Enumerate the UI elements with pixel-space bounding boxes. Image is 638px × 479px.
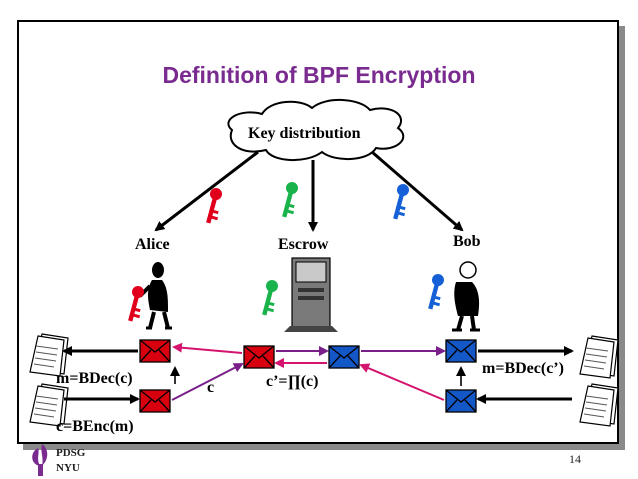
arrow-to-alice — [154, 150, 259, 232]
escrow-envelope-in-icon — [243, 345, 275, 369]
arrow-bob-to-escrow — [359, 363, 445, 401]
footer-org-line2: NYU — [56, 462, 80, 474]
key-green-icon — [278, 180, 302, 220]
ciphertext-label: c — [207, 379, 215, 396]
key-distribution-cloud — [227, 98, 405, 162]
cloud-label: Key distribution — [248, 125, 361, 142]
arrow-to-bob — [371, 150, 464, 232]
arrow-escrow-to-alice — [172, 342, 243, 354]
escrow-key-icon — [258, 278, 282, 318]
alice-envelope-encrypt-icon — [139, 389, 171, 413]
bob-plaintext-out-icon — [579, 335, 619, 379]
page-number: 14 — [569, 452, 581, 466]
escrow-envelope-out-icon — [328, 345, 360, 369]
bob-envelope-outgoing-icon — [445, 389, 477, 413]
alice-encrypt-formula: c=BEnc(m) — [56, 418, 134, 435]
arrow-alice-to-escrow — [171, 363, 244, 401]
alice-envelope-decrypt-icon — [139, 339, 171, 363]
nyu-torch-logo — [32, 444, 48, 476]
key-blue-icon — [389, 182, 413, 222]
bob-label: Bob — [453, 233, 481, 250]
escrow-server-icon — [284, 257, 338, 332]
escrow-transform-formula: c’=∏(c) — [266, 373, 319, 390]
footer-org-line1: PDSG — [56, 447, 86, 459]
bob-envelope-received-icon — [445, 339, 477, 363]
bob-key-icon — [424, 272, 448, 312]
alice-label: Alice — [135, 236, 170, 253]
alice-figure-icon — [138, 262, 172, 330]
escrow-label: Escrow — [278, 236, 329, 253]
bob-figure-icon — [452, 261, 480, 332]
slide-frame — [17, 20, 619, 444]
slide-title: Definition of BPF Encryption — [162, 62, 476, 88]
alice-decrypt-formula: m=BDec(c) — [56, 370, 133, 387]
bob-decrypt-formula: m=BDec(c’) — [482, 360, 564, 377]
bob-plaintext-in-icon — [579, 383, 619, 427]
